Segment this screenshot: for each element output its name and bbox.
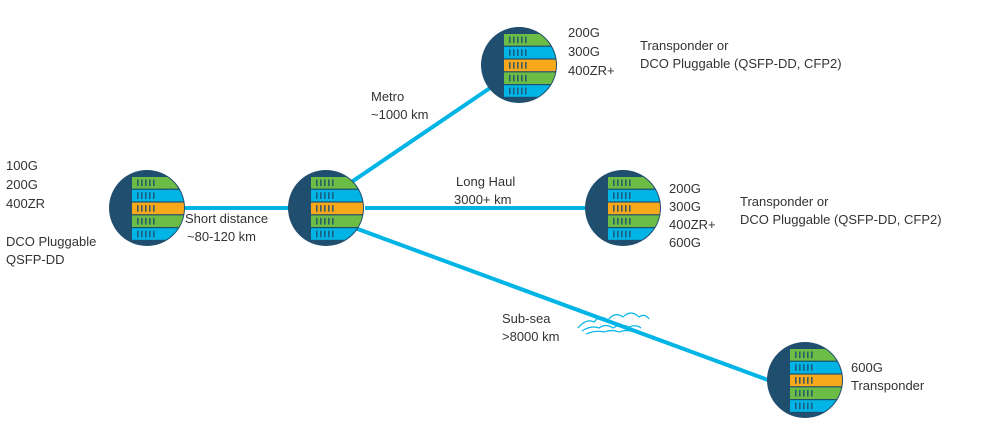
router-icon [767,342,843,418]
subsea-speed-1: 600G [851,360,883,375]
subsea-link-distance: >8000 km [502,329,560,344]
metro-speed-1: 200G [568,25,600,40]
router-node-left [108,169,186,247]
longhaul-type-1: Transponder or [740,194,829,209]
longhaul-type-2: DCO Pluggable (QSFP-DD, CFP2) [740,212,942,227]
router-node-longhaul [584,169,662,247]
router-icon [109,170,185,246]
subsea-type-1: Transponder [851,378,925,393]
metro-type-2: DCO Pluggable (QSFP-DD, CFP2) [640,56,842,71]
longhaul-speed-3: 400ZR+ [669,217,716,232]
longhaul-link-distance: 3000+ km [454,192,512,207]
longhaul-speed-4: 600G [669,235,701,250]
router-node-metro [480,26,558,104]
left-type-1: DCO Pluggable [6,234,97,249]
link-metro [348,86,492,185]
left-type-2: QSFP-DD [6,252,65,267]
wave-icon [577,312,650,335]
router-icon [288,170,364,246]
metro-speed-3: 400ZR+ [568,63,615,78]
left-speed-1: 100G [6,158,38,173]
router-icon [585,170,661,246]
metro-speed-2: 300G [568,44,600,59]
short-link-name: Short distance [185,211,269,226]
link-subsea [354,226,769,382]
router-node-subsea [766,341,844,419]
longhaul-speed-1: 200G [669,181,701,196]
subsea-link-name: Sub-sea [502,311,551,326]
left-speed-3: 400ZR [6,196,46,211]
metro-link-name: Metro [371,89,405,104]
longhaul-link-name: Long Haul [456,174,516,189]
metro-type-1: Transponder or [640,38,729,53]
short-link-distance: ~80-120 km [187,229,257,244]
router-icon [481,27,557,103]
longhaul-speed-2: 300G [669,199,701,214]
metro-link-distance: ~1000 km [371,107,429,122]
left-speed-2: 200G [6,177,38,192]
router-node-hub [287,169,365,247]
